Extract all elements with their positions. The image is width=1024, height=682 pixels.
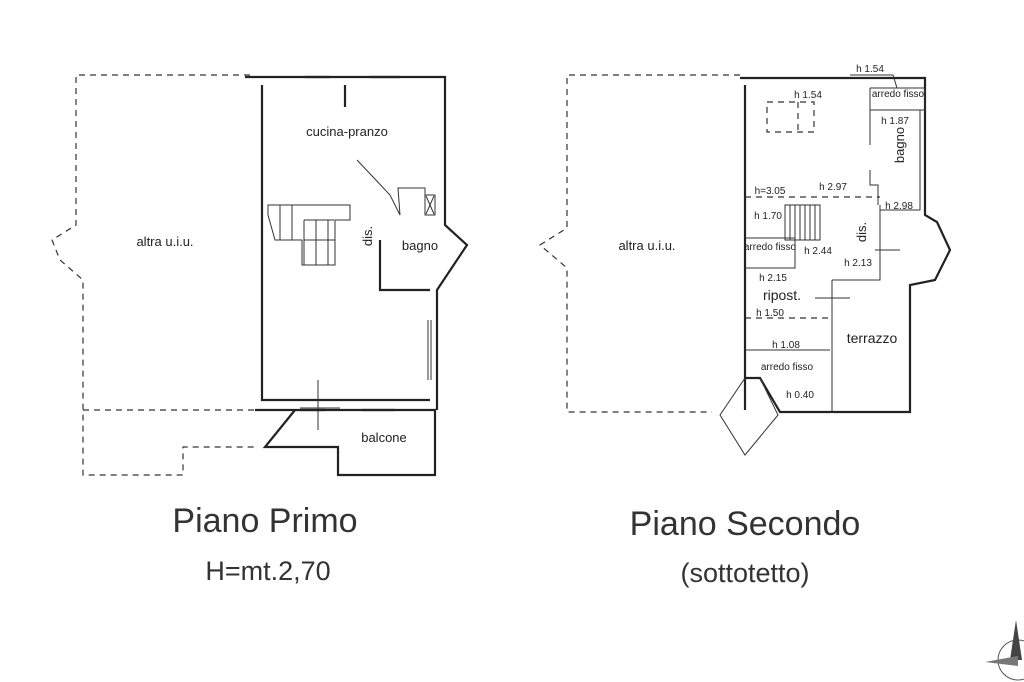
- arredo-fisso-label-bagno: arredo fisso: [872, 89, 925, 100]
- plan-piano-secondo: altra u.i.u. bagno dis. ripost. terrazzo…: [538, 64, 952, 588]
- plan-title-piano-primo: Piano Primo: [172, 502, 357, 540]
- room-label-dis: dis.: [360, 226, 375, 246]
- room-label-altra-uiu-2: altra u.i.u.: [618, 238, 675, 253]
- arredo-fisso-label-stair: arredo fisso: [744, 242, 797, 253]
- plan-title-piano-secondo: Piano Secondo: [630, 505, 861, 543]
- room-label-balcone: balcone: [361, 430, 407, 445]
- height-label: h 1.70: [754, 211, 782, 222]
- height-label: h 2.98: [885, 201, 913, 212]
- height-label: h 2.13: [844, 258, 872, 269]
- room-label-bagno: bagno: [402, 238, 438, 253]
- height-label: h 1.87: [881, 116, 909, 127]
- arredo-fisso-label-bottom: arredo fisso: [761, 362, 814, 373]
- room-label-bagno-2: bagno: [892, 127, 907, 163]
- height-label: h=3.05: [755, 186, 786, 197]
- room-label-altra-uiu: altra u.i.u.: [136, 234, 193, 249]
- height-label: h 0.40: [786, 390, 814, 401]
- height-label: h 1.08: [772, 340, 800, 351]
- height-label: h 2.97: [819, 182, 847, 193]
- building-walls-2: [719, 74, 952, 456]
- height-label: h 1.54: [794, 90, 822, 101]
- compass-rose-icon: [985, 620, 1024, 681]
- other-unit-outline-2: [538, 74, 740, 413]
- building-walls: [245, 75, 469, 477]
- height-label: h 2.15: [759, 273, 787, 284]
- height-label: h 1.54: [856, 64, 884, 75]
- room-label-cucina-pranzo: cucina-pranzo: [306, 124, 388, 139]
- room-label-ripost: ripost.: [763, 287, 801, 303]
- room-label-terrazzo: terrazzo: [847, 330, 898, 346]
- plan-subtitle-sottotetto: (sottotetto): [680, 558, 809, 588]
- other-unit-outline: [51, 74, 258, 476]
- fixed-furniture-labels: arredo fisso arredo fisso arredo fisso: [744, 89, 925, 373]
- room-label-dis-2: dis.: [854, 222, 869, 242]
- plan-height-note: H=mt.2,70: [205, 556, 330, 586]
- height-annotations: h 1.54 h 1.54 h 1.87 h=3.05 h 2.97 h 2.9…: [754, 64, 913, 401]
- height-label: h 1.50: [756, 308, 784, 319]
- height-label: h 2.44: [804, 246, 832, 257]
- plan-piano-primo: altra u.i.u. cucina-pranzo dis. bagno ba…: [51, 74, 469, 586]
